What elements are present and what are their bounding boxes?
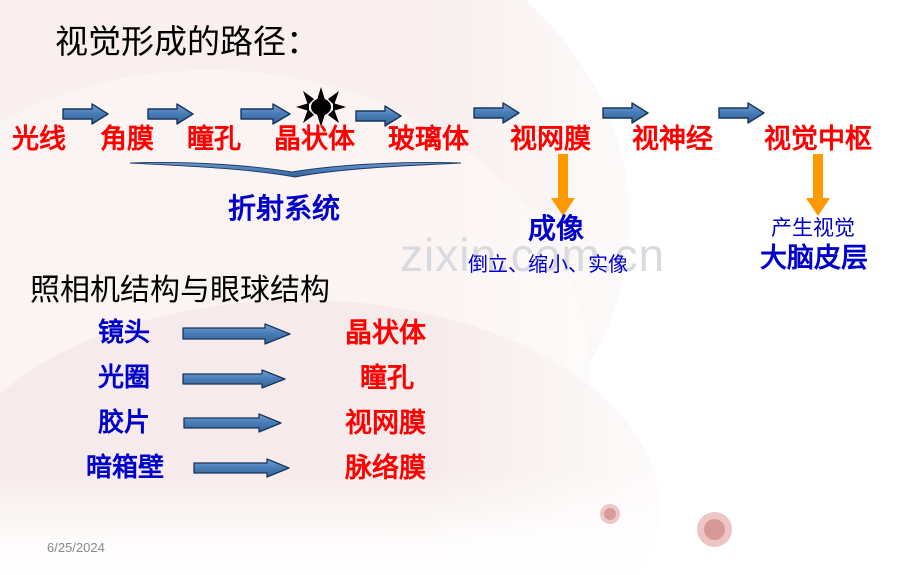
annotation-heading: 成像 <box>528 214 585 245</box>
path-step-label: 光线 <box>12 124 66 154</box>
arrow-right-icon <box>240 102 292 126</box>
arrow-right-icon <box>62 102 110 126</box>
sunburst-icon <box>296 87 346 132</box>
arrow-down-icon <box>550 154 576 222</box>
arrow-right-icon <box>193 458 291 478</box>
arrow-right-icon <box>718 101 766 125</box>
camera-part-label: 暗箱壁 <box>86 453 165 482</box>
camera-part-label: 胶片 <box>98 408 151 437</box>
path-step-label: 玻璃体 <box>388 124 469 154</box>
arrow-right-icon <box>473 101 521 125</box>
path-step-label: 视神经 <box>632 124 713 154</box>
path-step-label: 视觉中枢 <box>764 124 872 154</box>
arrow-right-icon <box>182 323 292 345</box>
page-title: 视觉形成的路径： <box>55 25 319 61</box>
eye-part-label: 晶状体 <box>345 318 426 348</box>
decorative-dot-small-core <box>604 508 616 520</box>
background-fade-bottom <box>0 470 920 575</box>
brace-icon <box>128 160 463 187</box>
path-step-label: 视网膜 <box>510 124 591 154</box>
arrow-down-icon <box>805 154 831 222</box>
arrow-right-icon <box>602 101 650 125</box>
eye-part-label: 视网膜 <box>345 408 426 438</box>
path-step-label: 晶状体 <box>274 124 355 154</box>
arrow-right-icon <box>183 413 283 433</box>
camera-part-label: 镜头 <box>98 318 151 347</box>
eye-part-label: 脉络膜 <box>345 453 426 483</box>
date-stamp: 6/25/2024 <box>47 540 105 555</box>
camera-section-heading: 照相机结构与眼球结构 <box>30 274 330 307</box>
brace-label: 折射系统 <box>228 194 341 225</box>
annotation-heading: 产生视觉 <box>771 216 855 240</box>
watermark-text: zixin.com.cn <box>400 229 666 281</box>
eye-part-label: 瞳孔 <box>360 363 414 393</box>
camera-part-label: 光圈 <box>98 363 151 392</box>
path-step-label: 角膜 <box>100 124 154 154</box>
decorative-dot-large-core <box>704 519 725 540</box>
annotation-detail: 大脑皮层 <box>760 243 868 273</box>
annotation-detail: 倒立、缩小、实像 <box>468 254 628 276</box>
path-step-label: 瞳孔 <box>187 124 241 154</box>
arrow-right-icon <box>355 104 403 128</box>
arrow-right-icon <box>147 102 195 126</box>
arrow-right-icon <box>182 368 287 390</box>
